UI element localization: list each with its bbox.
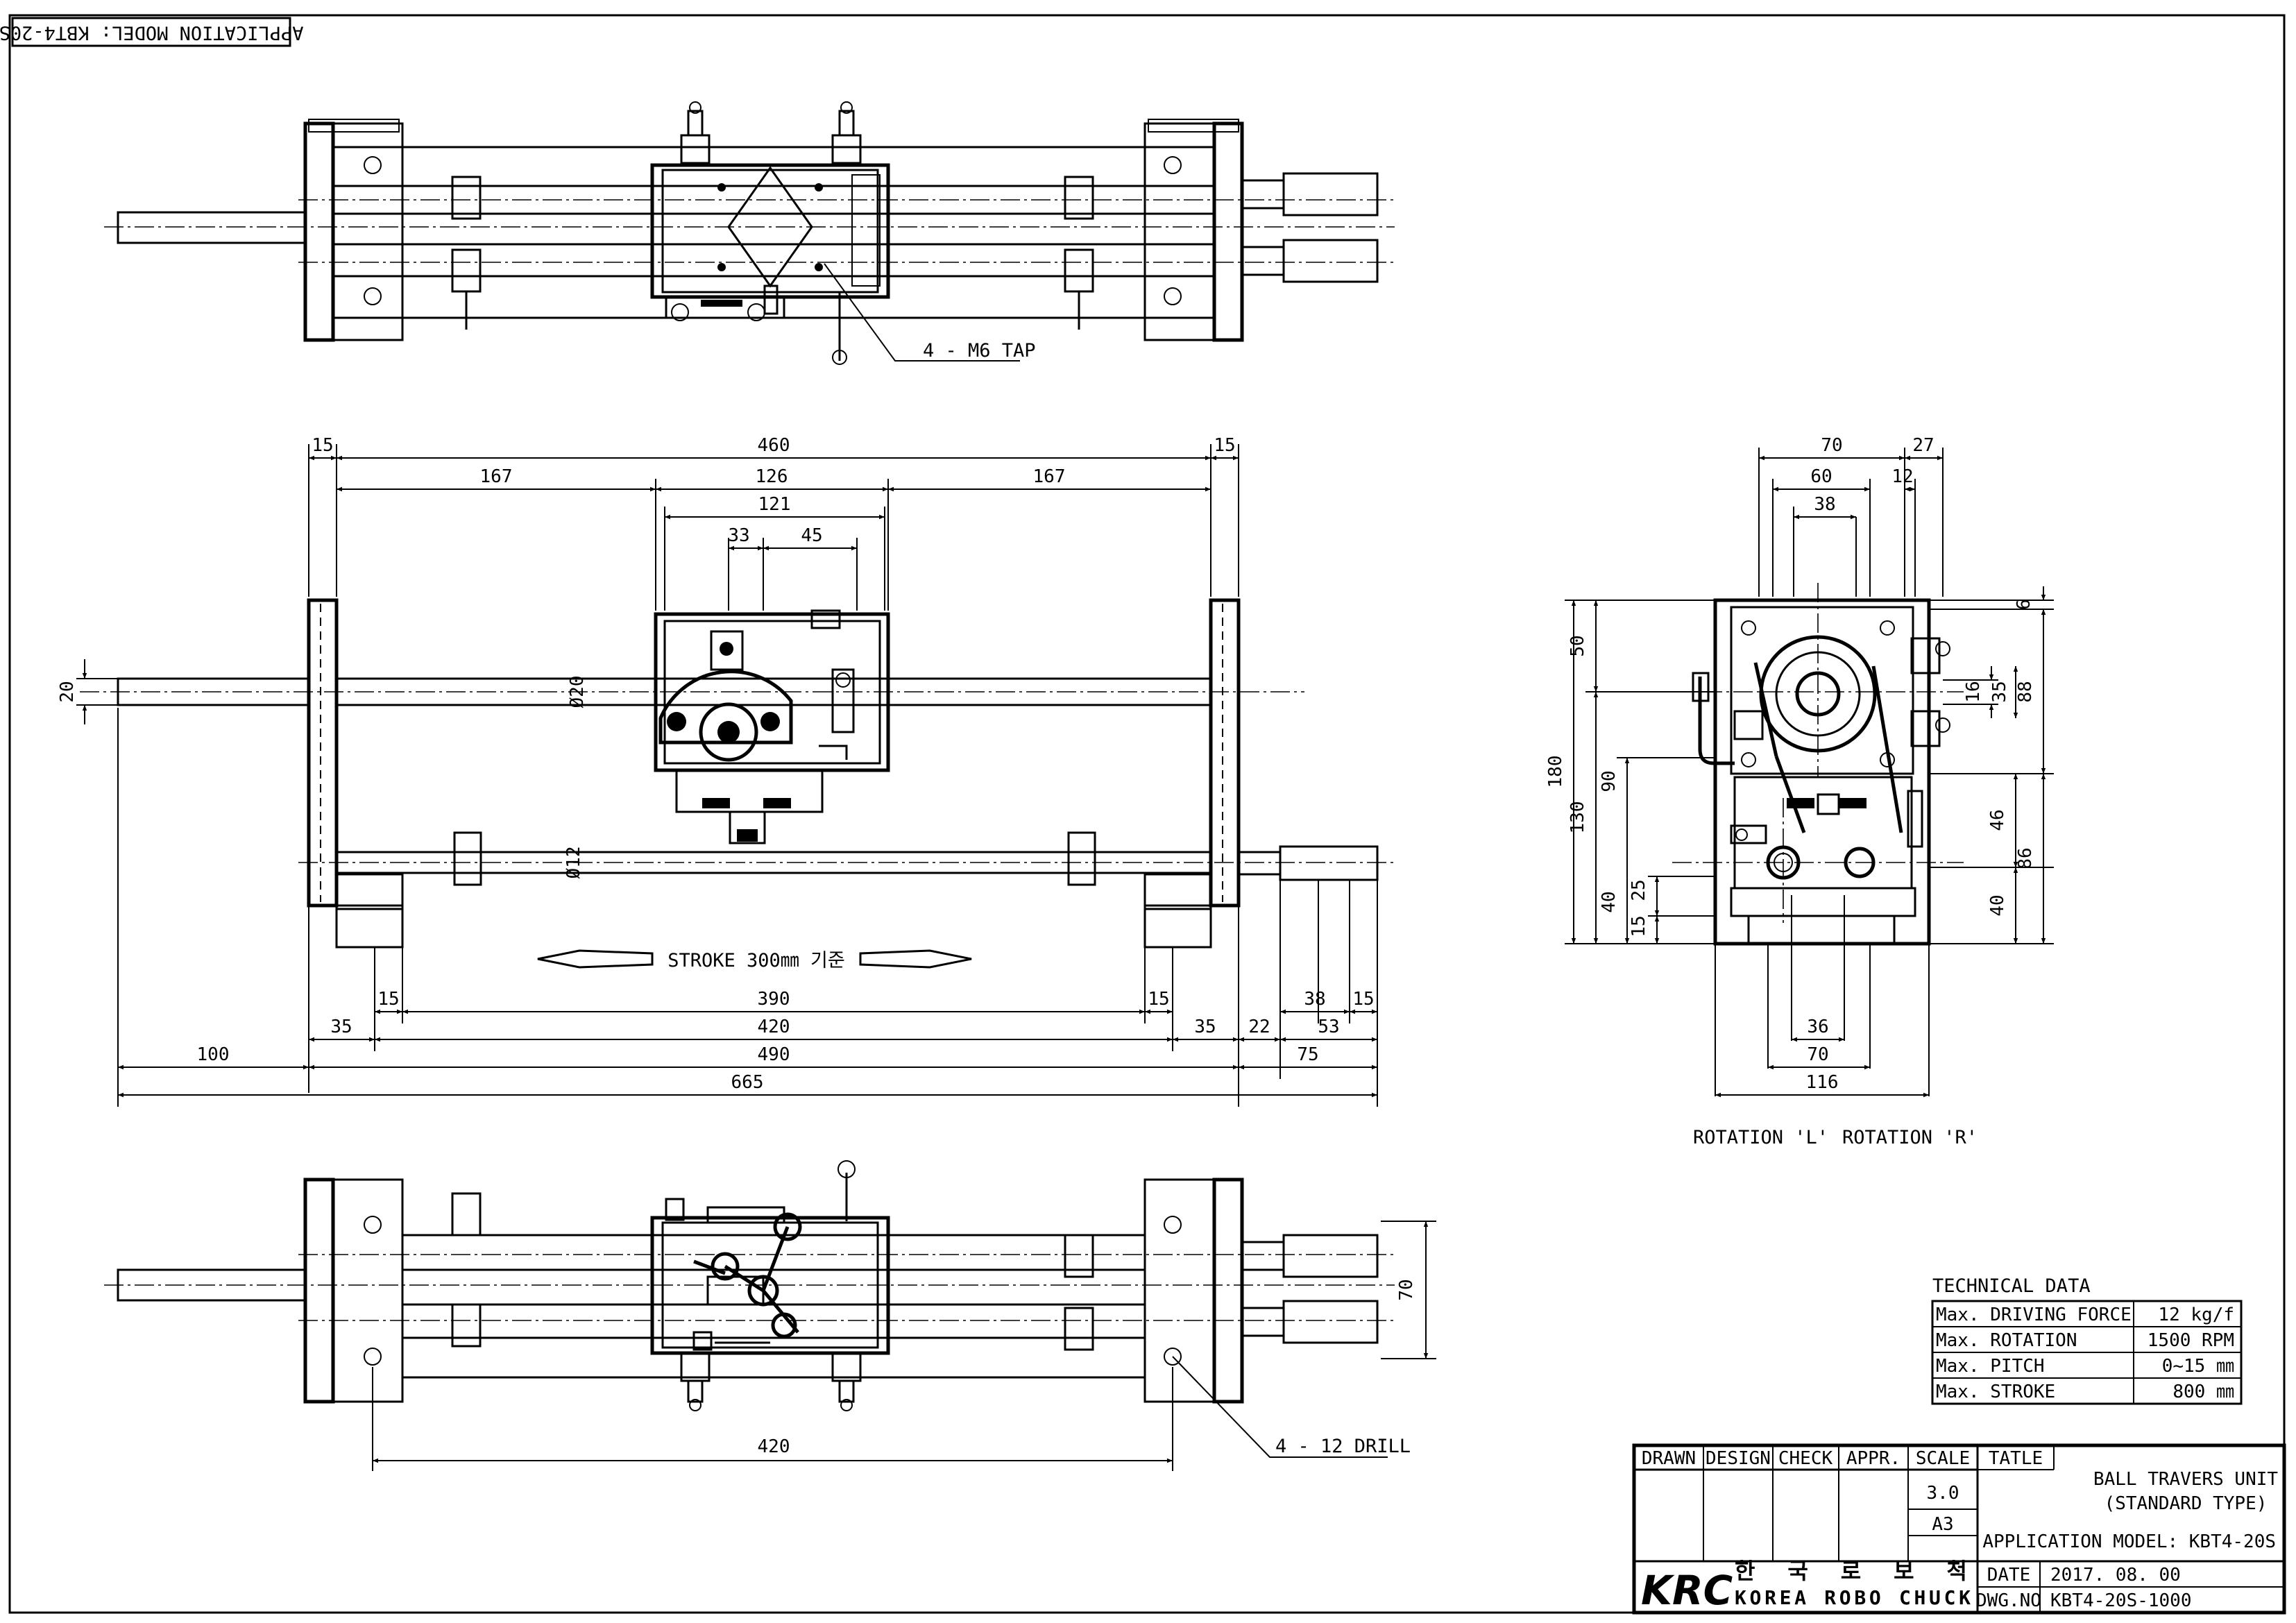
dim-side-17: 25 (1629, 879, 1649, 901)
stroke-callout: STROKE 300㎜ 기준 (667, 950, 845, 971)
dim-front-15: 15 (1148, 989, 1169, 1010)
dim-front-11: Ø20 (567, 676, 588, 708)
technical-data-table: TECHNICAL DATA Max. DRIVING FORCE 12 kg/… (1931, 1275, 2243, 1405)
side-view-dimensions: 70 27 60 12 38 50 180 130 90 40 25 (1545, 435, 2054, 1098)
dim-side-18: 15 (1629, 915, 1649, 937)
dim-front-18: 35 (330, 1017, 352, 1037)
tech-row-2-value: 1500 RPM (2148, 1330, 2234, 1351)
application-label: APPLICATION MODEL: KBT4-20S (0, 22, 303, 44)
dim-side-15: 86 (2015, 847, 2036, 869)
dim-front-4: 167 (480, 466, 513, 487)
tech-row-1-label: Max. DRIVING FORCE (1936, 1305, 2132, 1325)
dim-front-19: 420 (758, 1017, 790, 1037)
top-view: 4 - M6 TAP (104, 101, 1395, 365)
dim-side-4: 12 (1891, 466, 1913, 487)
dim-side-6: 6 (2014, 599, 2034, 610)
dim-front-22: 53 (1318, 1017, 1339, 1037)
rotation-l-label: ROTATION 'L' (1693, 1127, 1828, 1148)
tb-header-check: CHECK (1778, 1448, 1833, 1469)
dim-side-3: 60 (1810, 466, 1832, 487)
tb-date-value: 2017. 08. 00 (2050, 1565, 2181, 1586)
dim-front-25: 75 (1297, 1044, 1318, 1065)
tb-date-label: DATE (1987, 1565, 2031, 1586)
tb-company-english: KOREA ROBO CHUCK (1735, 1586, 1971, 1609)
dim-side-8: 180 (1545, 756, 1566, 788)
dim-front-7: 121 (758, 494, 791, 515)
dim-side-19: 40 (1987, 894, 2008, 916)
dim-front-20: 35 (1194, 1017, 1216, 1037)
dim-front-6: 167 (1033, 466, 1066, 487)
dim-side-12: 35 (1989, 681, 2010, 702)
dim-side-21: 70 (1807, 1044, 1828, 1065)
drill-callout: 4 - 12 DRILL (1275, 1436, 1411, 1457)
dim-side-5: 38 (1814, 494, 1835, 515)
dim-front-13: 15 (377, 989, 399, 1010)
tb-company-korean: 한 국 로 보 척 (1735, 1558, 1967, 1584)
side-view: ROTATION 'L' ROTATION 'R' (1672, 583, 1978, 1148)
tb-dwg-value: KBT4-20S-1000 (2050, 1590, 2192, 1611)
tech-row-2-label: Max. ROTATION (1936, 1330, 2077, 1351)
bottom-view-dimensions: 70 420 (372, 1221, 1436, 1471)
dim-front-24: 490 (758, 1044, 790, 1065)
dim-side-14: 46 (1987, 809, 2008, 831)
rotation-r-label: ROTATION 'R' (1842, 1127, 1978, 1148)
tb-header-appr: APPR. (1846, 1448, 1900, 1469)
tb-header-scale: SCALE (1916, 1448, 1970, 1469)
krc-logo: KRC (1641, 1567, 1733, 1614)
dim-front-17: 15 (1352, 989, 1374, 1010)
dim-front-9: 45 (801, 525, 822, 546)
tech-row-3-label: Max. PITCH (1936, 1356, 2045, 1377)
dim-side-7: 50 (1567, 635, 1588, 656)
title-block: DRAWN DESIGN CHECK APPR. SCALE TATLE 3.0… (1632, 1443, 2286, 1615)
tech-row-3-value: 0~15 ㎜ (2162, 1356, 2234, 1377)
tap-callout: 4 - M6 TAP (923, 340, 1036, 362)
dim-front-3: 15 (1214, 435, 1235, 456)
tb-header-drawn: DRAWN (1642, 1448, 1696, 1469)
tech-row-4-value: 800 ㎜ (2172, 1382, 2234, 1402)
dim-front-12: Ø12 (563, 847, 584, 879)
dim-front-14: 390 (758, 989, 790, 1010)
front-view: STROKE 300㎜ 기준 (80, 598, 1395, 971)
dim-front-8: 33 (728, 525, 749, 546)
dim-side-2: 27 (1912, 435, 1934, 456)
dim-side-1: 70 (1821, 435, 1842, 456)
tech-row-1-value: 12 kg/f (2158, 1305, 2234, 1325)
tb-application: APPLICATION MODEL: KBT4-20S (1982, 1531, 2276, 1552)
dim-front-10: 20 (57, 681, 78, 702)
technical-data-title: TECHNICAL DATA (1932, 1275, 2091, 1297)
dim-front-26: 665 (731, 1072, 764, 1093)
dim-side-16: 40 (1599, 891, 1619, 912)
tb-scale-value: 3.0 (1927, 1483, 1959, 1504)
dim-side-13: 88 (2015, 681, 2036, 702)
front-view-dimensions: 15 460 15 167 126 167 121 33 45 20 Ø20 Ø… (57, 435, 1378, 1107)
application-label-box: APPLICATION MODEL: KBT4-20S (0, 17, 303, 47)
tb-header-design: DESIGN (1706, 1448, 1771, 1469)
dim-front-5: 126 (756, 466, 788, 487)
dim-front-21: 22 (1248, 1017, 1270, 1037)
dim-front-16: 38 (1304, 989, 1325, 1010)
bottom-view: 4 - 12 DRILL (104, 1160, 1411, 1458)
dim-side-11: 16 (1963, 681, 1984, 702)
tech-row-4-label: Max. STROKE (1936, 1382, 2055, 1402)
tb-title-line2: (STANDARD TYPE) (2104, 1493, 2268, 1514)
dim-side-20: 36 (1807, 1017, 1828, 1037)
dim-side-22: 116 (1806, 1072, 1839, 1093)
tb-header-title: TATLE (1989, 1448, 2043, 1469)
tb-paper-size: A3 (1932, 1514, 1953, 1535)
dim-front-23: 100 (197, 1044, 230, 1065)
dim-side-9: 130 (1567, 801, 1588, 834)
dim-front-2: 460 (758, 435, 790, 456)
dim-front-1: 15 (312, 435, 333, 456)
dim-side-10: 90 (1599, 770, 1619, 792)
dim-bottom-1: 70 (1396, 1279, 1417, 1300)
tb-dwg-label: DWG.NO (1976, 1590, 2041, 1611)
tb-title-line1: BALL TRAVERS UNIT (2093, 1469, 2278, 1490)
sheet-border (8, 14, 2286, 1614)
dim-bottom-2: 420 (758, 1436, 790, 1457)
